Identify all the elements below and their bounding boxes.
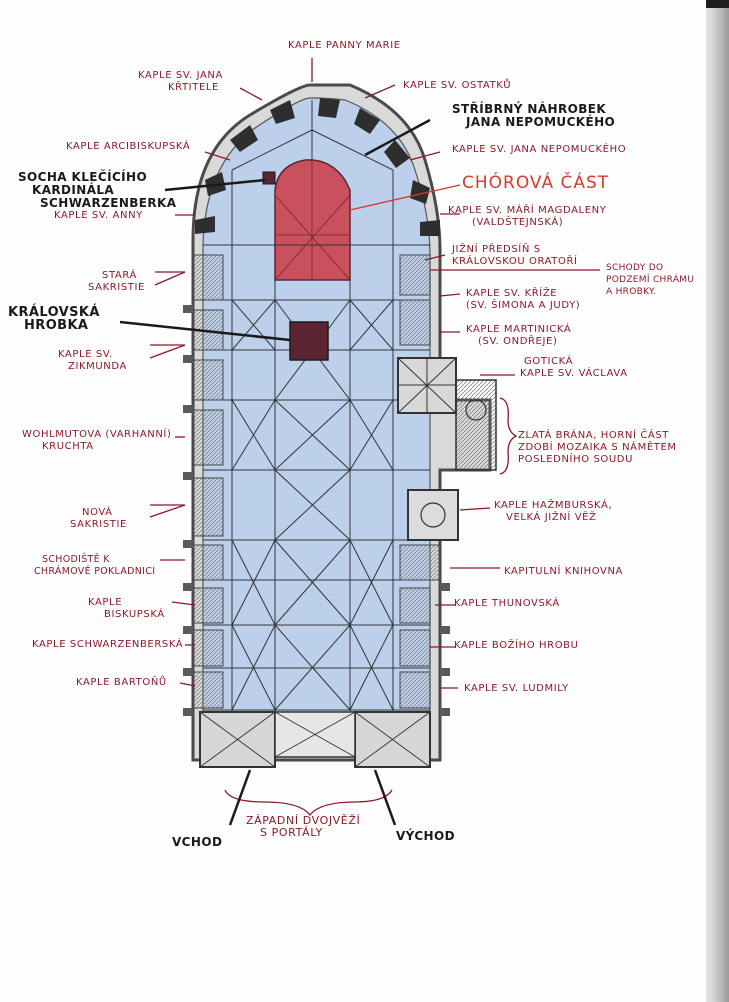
label-kaple-ostatku: KAPLE SV. OSTATKŮ: [403, 80, 512, 91]
south-tower: [407, 489, 459, 541]
label-kaple-schwarzenberska: KAPLE SCHWARZENBERSKÁ: [32, 639, 184, 650]
golden-gate: [455, 379, 497, 471]
red-arrows: [149, 58, 600, 817]
label-kaple-mari-magdaleny: KAPLE SV. MÁŘÍ MAGDALENY (VALDŠTEJNSKÁ): [448, 205, 607, 228]
choir-area: [274, 159, 351, 281]
label-kaple-anny: KAPLE SV. ANNY: [54, 210, 143, 221]
label-zapadni-dvojvezi: ZÁPADNÍ DVOJVĚŽÍ S PORTÁLY: [246, 814, 361, 839]
royal-tomb-marker: [289, 321, 329, 361]
label-chorova-cast: CHÓROVÁ ČÁST: [462, 173, 610, 193]
label-kaple-jana-krtitele: KAPLE SV. JANA KŘTITELE: [138, 70, 223, 93]
label-kaple-krize: KAPLE SV. KŘÍŽE (SV. ŠIMONA A JUDY): [466, 288, 581, 311]
label-kaple-bartonu: KAPLE BARTOŇŮ: [76, 677, 167, 688]
label-vchod: VCHOD: [172, 835, 223, 849]
label-kaple-arcibiskupska: KAPLE ARCIBISKUPSKÁ: [66, 141, 191, 152]
vault-lines: [203, 100, 430, 750]
label-kaple-boziho-hrobu: KAPLE BOŽÍHO HROBU: [454, 640, 579, 651]
label-zlata-brana: ZLATÁ BRÁNA, HORNÍ ČÁST ZDOBÍ MOZAIKA S …: [518, 430, 677, 465]
black-arrows: [119, 118, 431, 826]
label-schody-podzemi: SCHODY DO PODZEMÍ CHRÁMU A HROBKY.: [606, 263, 695, 297]
label-kaple-zikmunda: KAPLE SV. ZIKMUNDA: [58, 349, 127, 372]
label-jizni-predsin: JIŽNÍ PŘEDSÍŇ S KRÁLOVSKOU ORATOŘÍ: [452, 244, 578, 267]
scanner-corner: [706, 0, 729, 8]
label-kaple-panny-marie: KAPLE PANNY MARIE: [288, 40, 401, 51]
label-kaple-thunovska: KAPLE THUNOVSKÁ: [454, 598, 560, 609]
west-towers: [199, 711, 431, 768]
side-chapels: [192, 254, 441, 709]
buttresses: [183, 305, 450, 716]
label-wohlmutova-kruchta: WOHLMUTOVA (VARHANNÍ) KRUCHTA: [22, 429, 172, 452]
choir-arrow: [349, 184, 461, 211]
label-goticka-kaple-vaclava: GOTICKÁ KAPLE SV. VÁCLAVA: [520, 356, 628, 379]
label-kralovska-hrobka: KRÁLOVSKÁ HROBKA: [8, 305, 100, 333]
label-kaple-hazmburska: KAPLE HAŽMBURSKÁ, VELKÁ JIŽNÍ VĚŽ: [494, 500, 613, 523]
schwarzenberg-statue-marker: [262, 171, 276, 185]
label-kapitulni-knihovna: KAPITULNÍ KNIHOVNA: [504, 566, 623, 577]
label-stara-sakristie: STARÁ SAKRISTIE: [88, 270, 145, 293]
label-vychod: VÝCHOD: [396, 829, 455, 843]
paper-edge-shadow: [706, 0, 729, 1002]
label-socha-schwarzenberka: SOCHA KLEČÍCÍHO KARDINÁLA SCHWARZENBERKA: [18, 170, 177, 210]
label-kaple-biskupska: KAPLE BISKUPSKÁ: [88, 597, 165, 620]
wenceslas-chapel: [397, 357, 457, 414]
label-schodiste-pokladnici: SCHODIŠTĚ K CHRÁMOVÉ POKLADNICI: [34, 554, 156, 577]
label-kaple-jana-nepomuckeho: KAPLE SV. JANA NEPOMUCKÉHO: [452, 144, 627, 155]
label-nova-sakristie: NOVÁ SAKRISTIE: [70, 507, 127, 530]
label-stribrny-nahrobek: STŘÍBRNÝ NÁHROBEK JANA NEPOMUCKÉHO: [452, 102, 616, 129]
label-kaple-martinicka: KAPLE MARTINICKÁ (SV. ONDŘEJE): [466, 324, 572, 347]
label-kaple-ludmily: KAPLE SV. LUDMILY: [464, 683, 569, 694]
choir-chapel-wedges: [195, 98, 440, 236]
